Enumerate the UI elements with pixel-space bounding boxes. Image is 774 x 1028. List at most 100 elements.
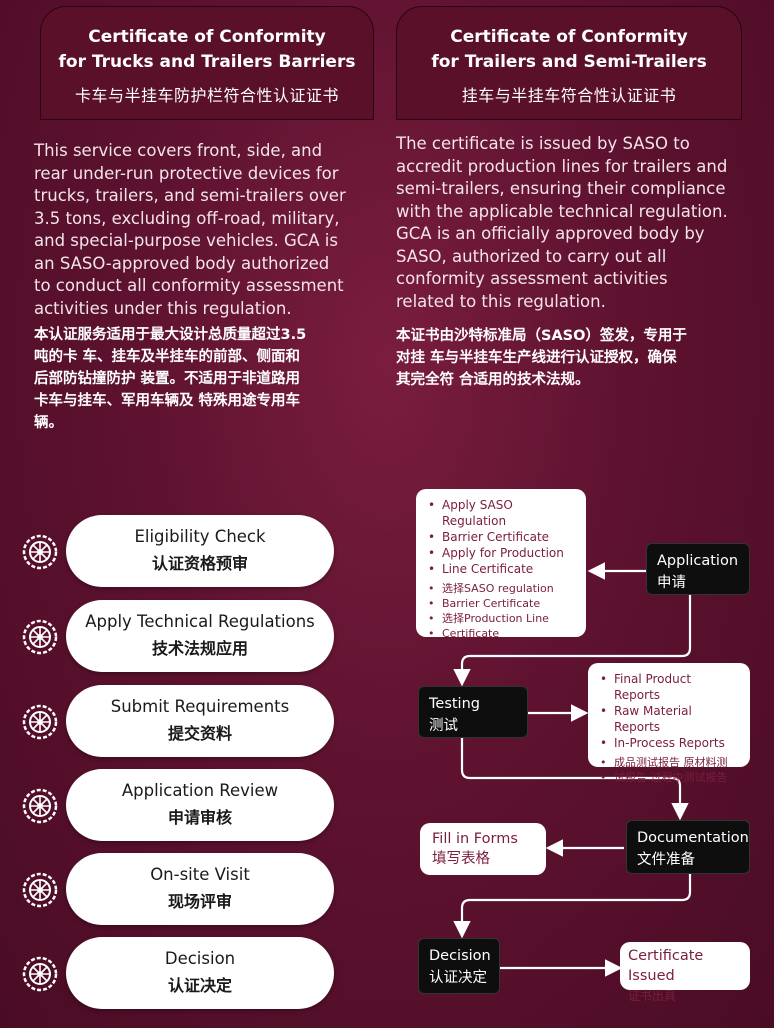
wheel-gear-icon [22,872,58,908]
list-item: Apply for Production [426,545,576,561]
right-en-line: The certificate is issued by SASO to [396,134,690,153]
step-pill: Decision 认证决定 [66,937,334,1009]
list-item: Raw Material Reports [598,703,740,735]
list-item: Apply SASO Regulation [426,497,576,529]
step-decision: Decision 认证决定 [22,937,342,1009]
left-cn-line: 吨的卡 车、挂车及半挂车的前部、侧面和 [34,349,301,365]
right-description-cn: 本证书由沙特标准局（SASO）签发，专用于 对挂 车与半挂车生产线进行认证授权，… [396,325,756,391]
left-en-line: to conduct all conformity assessment [34,276,344,295]
list-item: 成品测试报告 原材料测 [598,755,740,770]
node-label-en: Fill in Forms [432,831,518,847]
step-label-en: On-site Visit [150,865,250,884]
step-pill: Apply Technical Regulations 技术法规应用 [66,600,334,672]
right-en-line: conformity assessment activities [396,269,668,288]
left-header-card: Certificate of Conformity for Trucks and… [40,6,374,120]
node-label-cn: 认证决定 [429,970,487,986]
right-header-title-line1: Certificate of Conformity [450,27,688,47]
step-label-en: Eligibility Check [134,527,266,546]
node-label-cn: 文件准备 [637,852,695,868]
node-label-en: Documentation [637,830,749,846]
arrow-icon [453,594,692,687]
right-en-line: SASO, authorized to carry out all [396,246,667,266]
left-en-line: trucks, trailers, and semi-trailers over [34,186,346,205]
certificate-issued-box: Certificate Issued 证书出具 [620,942,750,1003]
wheel-gear-icon [22,788,58,824]
left-header-title-line2: for Trucks and Trailers Barriers [58,52,356,72]
testing-node: Testing 测试 [418,686,528,738]
reports-cn-list: 成品测试报告 原材料测 试报告 过程中测试报告 [598,755,740,785]
step-label-en: Decision [164,949,236,968]
left-en-line: rear under-run protective devices for [34,163,339,183]
left-cn-line: 卡车与挂车、军用车辆及 特殊用途专用车 [34,393,301,409]
apply-en-list: Apply SASO Regulation Barrier Certificat… [426,497,576,577]
apply-regulation-box: Apply SASO Regulation Barrier Certificat… [416,489,586,641]
left-header-title-cn: 卡车与半挂车防护栏符合性认证证书 [74,86,339,105]
node-label-cn: 申请 [657,575,686,591]
apply-cn-list: 选择SASO regulation Barrier Certificate 选择… [426,581,576,641]
arrow-icon [453,872,692,939]
reports-box: Final Product Reports Raw Material Repor… [588,663,750,785]
step-label-en: Apply Technical Regulations [85,612,315,631]
step-label-en: Submit Requirements [110,697,290,716]
list-item: Barrier Certificate [426,596,576,611]
fill-forms-box: Fill in Forms 填写表格 [420,823,546,875]
node-label-cn: 测试 [429,718,458,734]
list-item: Barrier Certificate [426,529,576,545]
right-cn-line: 本证书由沙特标准局（SASO）签发，专用于 [396,328,687,344]
node-label-en: Certificate Issued [628,948,704,984]
left-cn-line: 后部防钻撞防护 装置。不适用于非道路用 [34,371,301,387]
step-pill: Submit Requirements 提交资料 [66,685,334,757]
wheel-gear-icon [22,704,58,740]
left-en-line: and special-purpose vehicles. GCA is [34,231,338,250]
right-en-line: GCA is an officially approved body by [396,224,705,243]
list-item: 选择SASO regulation [426,581,576,596]
right-en-line: with the applicable technical regulation… [396,201,728,221]
list-item: 选择Production Line [426,611,576,626]
documentation-node: Documentation 文件准备 [626,820,750,874]
step-submit-requirements: Submit Requirements 提交资料 [22,685,342,757]
right-description-en: The certificate is issued by SASO to acc… [396,133,756,313]
right-header-card: Certificate of Conformity for Trailers a… [396,6,742,120]
step-application-review: Application Review 申请审核 [22,769,342,841]
step-label-cn: 提交资料 [167,724,232,743]
list-item: 试报告 过程中测试报告 [598,770,740,785]
node-label-en: Decision [429,948,491,964]
step-pill: On-site Visit 现场评审 [66,853,334,925]
reports-en-list: Final Product Reports Raw Material Repor… [598,671,740,751]
right-header-title-line2: for Trailers and Semi-Trailers [431,52,707,72]
left-en-line: an SASO-approved body authorized [34,253,330,273]
right-en-line: related to this regulation. [396,291,606,311]
step-label-cn: 技术法规应用 [151,639,248,658]
right-cn-line: 其完全符 合适用的技术法规。 [396,372,590,388]
left-en-line: activities under this regulation. [34,298,292,318]
step-label-en: Application Review [121,781,279,800]
step-pill: Eligibility Check 认证资格预审 [66,515,334,587]
right-header-title-cn: 挂车与半挂车符合性认证证书 [461,86,677,105]
wheel-gear-icon [22,619,58,655]
node-label-en: Testing [429,696,480,712]
step-label-cn: 认证资格预审 [151,554,248,573]
right-en-line: semi-trailers, ensuring their compliance [396,179,726,198]
decision-node: Decision 认证决定 [418,938,500,994]
node-label-cn: 证书出具 [628,989,677,1003]
list-item: Final Product Reports [598,671,740,703]
left-en-line: This service covers front, side, and [34,141,323,160]
list-item: Line Certificate [426,561,576,577]
step-label-cn: 认证决定 [167,976,232,995]
list-item: Certificate [426,626,576,641]
left-header-title-line1: Certificate of Conformity [88,27,326,47]
left-cn-line: 辆。 [34,415,63,431]
step-on-site-visit: On-site Visit 现场评审 [22,853,342,925]
application-node: Application 申请 [646,543,750,595]
step-apply-technical-regulations: Apply Technical Regulations 技术法规应用 [22,600,342,672]
left-cn-line: 本认证服务适用于最大设计总质量超过3.5 [34,327,307,343]
step-pill: Application Review 申请审核 [66,769,334,841]
step-eligibility-check: Eligibility Check 认证资格预审 [22,515,342,587]
step-label-cn: 申请审核 [167,808,232,827]
right-en-line: accredit production lines for trailers a… [396,156,728,176]
list-item: In-Process Reports [598,735,740,751]
wheel-gear-icon [22,534,58,570]
left-description-cn: 本认证服务适用于最大设计总质量超过3.5 吨的卡 车、挂车及半挂车的前部、侧面和… [34,324,374,434]
node-label-cn: 填写表格 [432,851,490,867]
right-cn-line: 对挂 车与半挂车生产线进行认证授权，确保 [396,350,677,366]
